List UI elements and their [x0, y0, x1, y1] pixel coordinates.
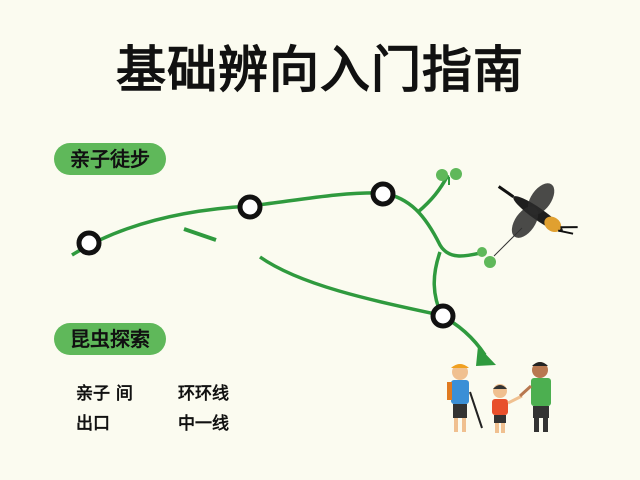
dragonfly-icon: [497, 183, 578, 238]
arrow-head-icon: [476, 346, 496, 366]
trail-upper: [71, 191, 486, 258]
badge-family-hiking: 亲子徒步: [54, 143, 166, 175]
trail-lower: [258, 255, 487, 356]
leaf-sprout-small-icon: [477, 247, 496, 268]
waypoint-2: [237, 194, 263, 220]
kite-string: [493, 227, 523, 257]
legend-row1-right: 环环线: [178, 384, 229, 404]
waypoint-3: [370, 181, 396, 207]
waypoint-1: [76, 230, 102, 256]
legend-row1-left: 亲子 间: [76, 384, 133, 404]
leaf-sprout-icon: [436, 168, 462, 185]
legend-row2-left: 出口: [76, 414, 110, 434]
badge-insect-explore: 昆虫探索: [54, 323, 166, 355]
legend-row2-right: 中一线: [178, 414, 229, 434]
waypoint-4: [430, 303, 456, 329]
family-hikers-icon: [447, 362, 551, 433]
page-title: 基础辨向入门指南: [116, 41, 524, 99]
trail-dash: [183, 227, 217, 242]
